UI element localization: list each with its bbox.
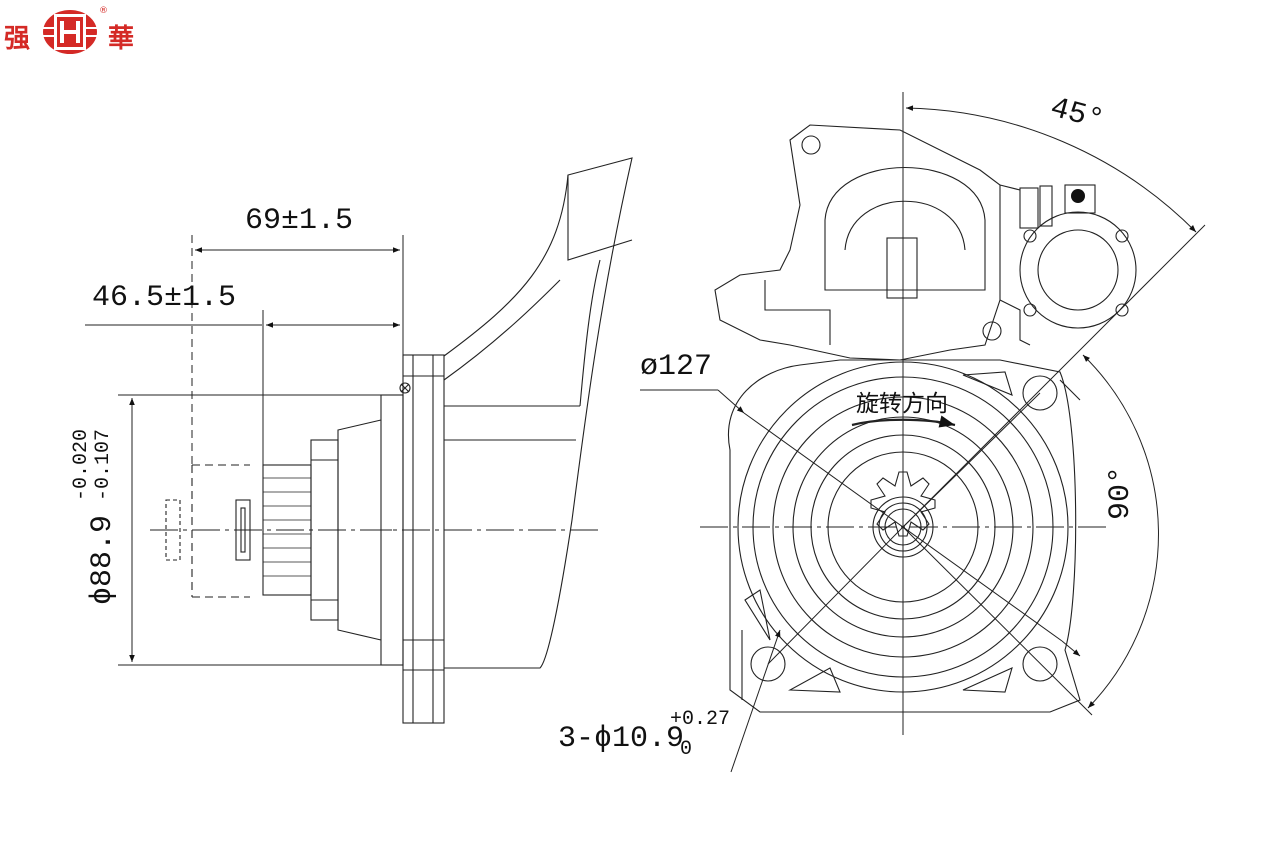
- dim-flange-circle: ø127: [640, 350, 713, 384]
- dim-holes-tol-lower: 0: [680, 738, 693, 761]
- dim-pilot-tol-upper: -0.020: [70, 428, 93, 501]
- terminal-stud: [1071, 189, 1085, 203]
- dim-pilot-tol-lower: -0.107: [92, 428, 115, 501]
- rotation-label: 旋转方向: [856, 391, 948, 417]
- dim-length-total: 69±1.5: [245, 204, 354, 238]
- dim-holes-group: 3-ϕ10.9 +0.27 0: [558, 708, 758, 772]
- dim-holes-tol-upper: +0.27: [670, 708, 731, 731]
- dim-pilot-diameter: ϕ88.9: [86, 514, 120, 605]
- end-view: [714, 124, 1137, 713]
- side-view: [150, 157, 633, 724]
- registered-mark: ®: [99, 6, 108, 16]
- logo-emblem: [43, 10, 97, 54]
- logo-char-left: 强: [4, 24, 31, 54]
- dim-holes: 3-ϕ10.9: [558, 722, 685, 756]
- side-view-dimensions: [85, 235, 404, 666]
- logo-char-right: 華: [108, 24, 135, 54]
- brand-logo: 强 ® 華: [4, 4, 154, 60]
- end-view-dimensions: [640, 92, 1206, 773]
- dim-angle-right: 90°: [1104, 465, 1138, 520]
- dim-pilot-diameter-group: ϕ88.9 -0.020 -0.107: [70, 429, 132, 605]
- dim-length-pinion: 46.5±1.5: [92, 281, 237, 315]
